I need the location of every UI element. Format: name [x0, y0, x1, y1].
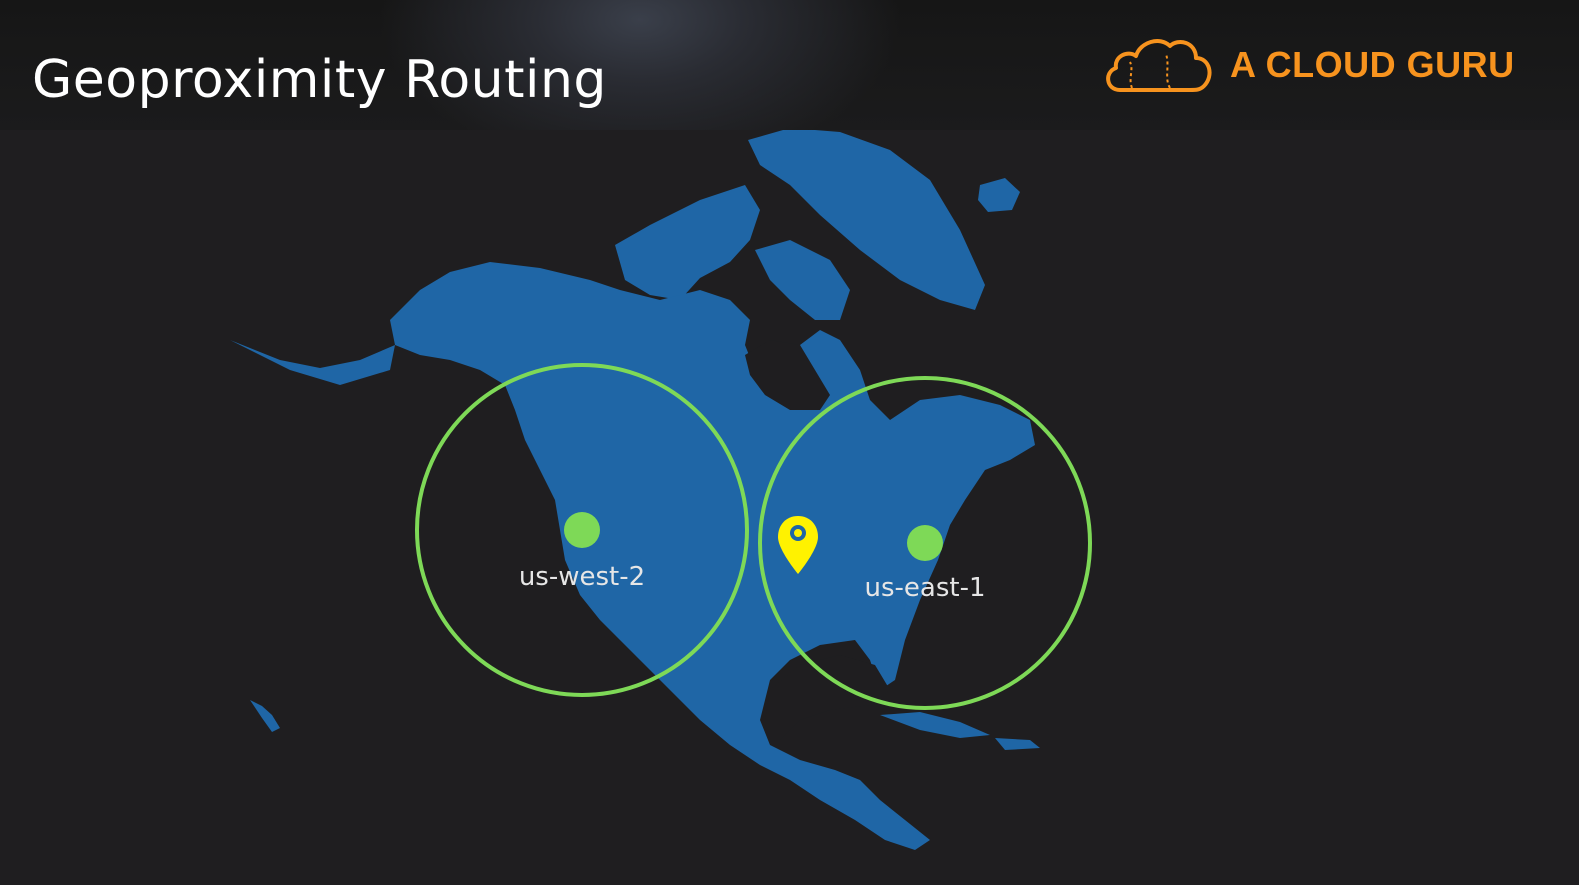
hudson-bay: [745, 340, 830, 410]
us-west-2-radius-circle: [415, 363, 749, 697]
brand-name: A CLOUD GURU: [1230, 44, 1515, 85]
aleutian-chain: [230, 340, 395, 385]
hawaii-islands: [250, 700, 280, 732]
header-bar: [0, 0, 1579, 130]
location-pin-icon: [778, 516, 818, 574]
greenland-landmass: [748, 128, 985, 310]
cloud-icon: [1106, 39, 1212, 92]
gulf-of-mexico: [765, 655, 890, 740]
us-east-1-dot: [907, 525, 943, 561]
north-america-landmass: [390, 262, 1035, 850]
us-east-1-radius-circle: [758, 376, 1092, 710]
baffin-island-landmass: [755, 240, 850, 320]
us-west-2-dot: [564, 512, 600, 548]
us-west-2-label: us-west-2: [518, 562, 646, 592]
us-east-1-label: us-east-1: [864, 573, 986, 603]
cuba-landmass: [880, 712, 990, 738]
brand-logo: A CLOUD GURU: [1100, 30, 1540, 102]
slide-title: Geoproximity Routing: [32, 50, 607, 110]
iceland-landmass: [978, 178, 1020, 212]
hispaniola-landmass: [995, 738, 1040, 750]
arctic-islands-landmass: [615, 185, 760, 300]
